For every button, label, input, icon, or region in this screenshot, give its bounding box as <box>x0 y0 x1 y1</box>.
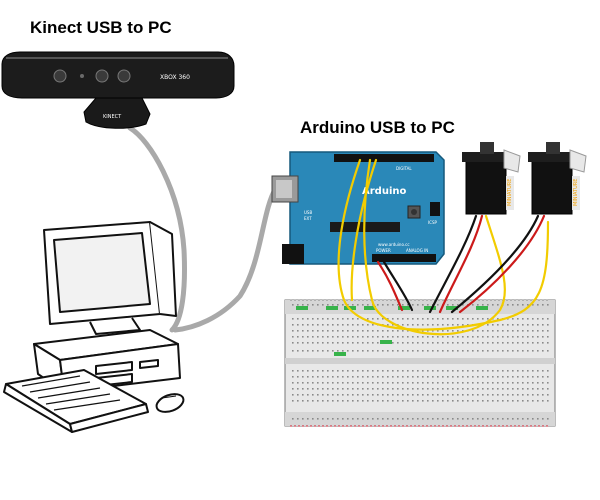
wire-yellow-3 <box>350 158 378 302</box>
servo-1: MINIATURE <box>462 142 521 215</box>
arduino-power-label: POWER <box>376 248 391 253</box>
arduino-title: Arduino USB to PC <box>300 118 455 137</box>
wire-yellow-1 <box>337 158 550 331</box>
kinect-sensor: XBOX 360 KINECT <box>1 51 235 129</box>
wires <box>337 158 550 336</box>
arduino-name: Arduino <box>362 186 406 197</box>
wire-servo1-black <box>428 214 478 314</box>
keyboard <box>3 369 149 433</box>
arduino-power-jack <box>282 244 304 264</box>
wire-servo2-red <box>458 214 546 314</box>
arduino-icsp-label: ICSP <box>428 220 438 225</box>
wire-yellow-2 <box>363 158 507 336</box>
desktop-computer <box>3 221 185 433</box>
arduino-usb-label: USB <box>304 210 312 215</box>
arduino-url: www.arduino.cc <box>378 242 410 247</box>
kinect-title: Kinect USB to PC <box>30 18 172 37</box>
wire-red-power <box>376 260 404 312</box>
breadboard <box>284 299 556 427</box>
wire-servo2-black <box>450 214 540 314</box>
servo-1-label: MINIATURE <box>507 179 513 206</box>
monitor <box>43 221 177 335</box>
kinect-led-icon <box>80 74 84 78</box>
servo-2: MINIATURE <box>528 142 587 215</box>
arduino-digital-label: DIGITAL <box>396 166 412 171</box>
kinect-usb-cable <box>127 125 187 333</box>
arduino-ext-label: EXT <box>304 216 312 221</box>
kinect-ir-icon <box>117 69 131 83</box>
wire-servo1-red <box>438 214 484 314</box>
wire-black-gnd <box>382 260 414 312</box>
kinect-camera-icon <box>95 69 109 83</box>
servo-2-label: MINIATURE <box>573 179 579 206</box>
kinect-brand: XBOX 360 <box>160 74 190 81</box>
mouse <box>155 393 185 413</box>
kinect-lens-icon <box>53 69 67 83</box>
arduino-usb-cable <box>172 185 279 333</box>
arduino-analog-label: ANALOG IN <box>406 248 428 253</box>
breadboard-holes <box>292 304 549 420</box>
kinect-base-label: KINECT <box>103 114 122 120</box>
